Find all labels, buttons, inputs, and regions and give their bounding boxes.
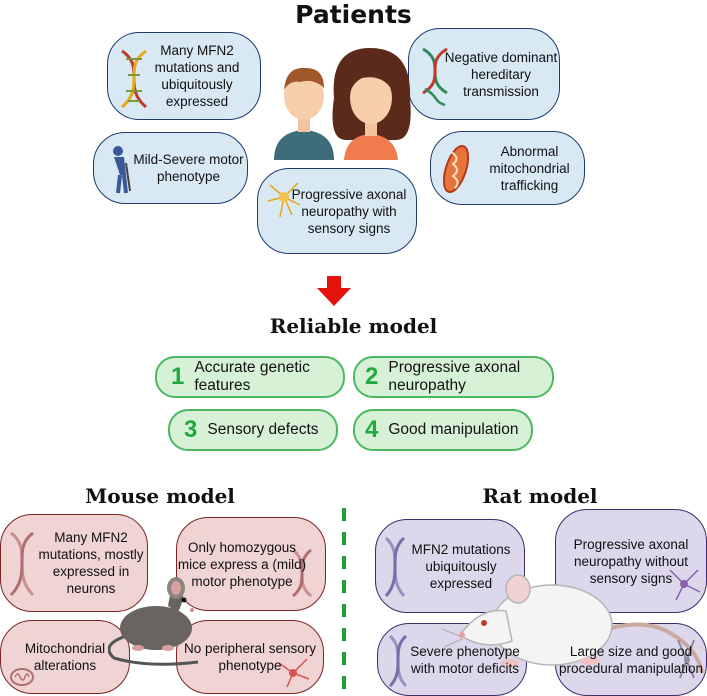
mouse-model-title: Mouse model bbox=[85, 484, 235, 508]
criterion-number: 3 bbox=[184, 416, 198, 443]
criterion-number: 2 bbox=[365, 363, 379, 390]
mitochondrion-icon bbox=[10, 668, 34, 686]
rat-model-title: Rat model bbox=[482, 484, 598, 508]
neuron-icon bbox=[669, 569, 701, 601]
section-divider bbox=[342, 508, 346, 696]
mouse-bubble-sensory-text: No peripheral sensory phenotype bbox=[183, 641, 317, 673]
patient-bubble-trafficking-text: Abnormal mitochondrial trafficking bbox=[489, 143, 570, 193]
criterion-label: Good manipulation bbox=[388, 421, 519, 438]
criterion-manipulation: 4 Good manipulation bbox=[353, 409, 533, 451]
criterion-genetic: 1 Accurate genetic features bbox=[155, 356, 345, 398]
mitochondrion-icon bbox=[442, 144, 470, 194]
dna-icon bbox=[291, 548, 313, 598]
reliable-model-title: Reliable model bbox=[269, 314, 438, 338]
dna-icon bbox=[384, 536, 406, 598]
neuron-icon bbox=[267, 182, 301, 218]
mouse-bubble-mutations: Many MFN2 mutations, mostly expressed in… bbox=[0, 514, 148, 612]
rat-bubble-mutations-text: MFN2 mutations ubiquitously expressed bbox=[411, 541, 511, 591]
patient-bubble-transmission: Negative dominant hereditary transmissio… bbox=[408, 28, 560, 120]
criterion-label: Accurate genetic features bbox=[194, 359, 310, 394]
rat-bubble-neuropathy-text: Progressive axonal neuropathy without se… bbox=[573, 536, 689, 586]
elderly-person-icon bbox=[113, 146, 131, 194]
criterion-number: 1 bbox=[171, 363, 185, 390]
mouse-bubble-homozygous-text: Only homozygous mice express a (mild) mo… bbox=[177, 539, 307, 589]
rat-icon bbox=[441, 574, 704, 674]
patient-bubble-motor-text: Mild-Severe motor phenotype bbox=[133, 152, 244, 184]
patient-bubble-transmission-text: Negative dominant hereditary transmissio… bbox=[444, 49, 558, 99]
patient-bubble-trafficking: Abnormal mitochondrial trafficking bbox=[430, 131, 585, 205]
patient-bubble-mutations-text: Many MFN2 mutations and ubiquitously exp… bbox=[154, 43, 240, 109]
mouse-bubble-mitochondrial-text: Mitochondrial alterations bbox=[24, 641, 106, 673]
dna-icon bbox=[388, 634, 408, 688]
rat-bubble-mutations: MFN2 mutations ubiquitously expressed bbox=[375, 519, 525, 613]
patients-title: Patients bbox=[295, 0, 412, 29]
mouse-bubble-homozygous: Only homozygous mice express a (mild) mo… bbox=[176, 517, 326, 611]
down-arrow-icon bbox=[317, 276, 351, 306]
criterion-number: 4 bbox=[365, 416, 379, 443]
patient-bubble-neuropathy-text: Progressive axonal neuropathy with senso… bbox=[291, 186, 407, 236]
rat-bubble-severe-text: Severe phenotype with motor deficits bbox=[410, 643, 520, 676]
mouse-bubble-mutations-text: Many MFN2 mutations, mostly expressed in… bbox=[38, 530, 144, 596]
patient-bubble-neuropathy: Progressive axonal neuropathy with senso… bbox=[257, 168, 417, 254]
criterion-label: Progressive axonal neuropathy bbox=[388, 359, 521, 394]
patient-figures-icon bbox=[274, 48, 411, 160]
neuron-icon bbox=[278, 658, 310, 688]
patient-bubble-mutations: Many MFN2 mutations and ubiquitously exp… bbox=[107, 32, 261, 120]
surgical-tools-icon bbox=[677, 639, 695, 679]
dna-icon bbox=[120, 49, 148, 109]
mouse-icon bbox=[108, 577, 199, 666]
criterion-sensory: 3 Sensory defects bbox=[168, 409, 338, 451]
mouse-bubble-mitochondrial: Mitochondrial alterations bbox=[0, 620, 130, 694]
criterion-label: Sensory defects bbox=[207, 421, 319, 438]
patient-bubble-motor: Mild-Severe motor phenotype bbox=[93, 132, 248, 204]
dna-double-helix-icon bbox=[422, 47, 448, 107]
dna-icon bbox=[9, 531, 35, 597]
rat-bubble-manipulation-text: Large size and good procedural manipulat… bbox=[558, 643, 704, 676]
criterion-neuropathy: 2 Progressive axonal neuropathy bbox=[353, 356, 554, 398]
mouse-bubble-sensory: No peripheral sensory phenotype bbox=[176, 620, 324, 694]
